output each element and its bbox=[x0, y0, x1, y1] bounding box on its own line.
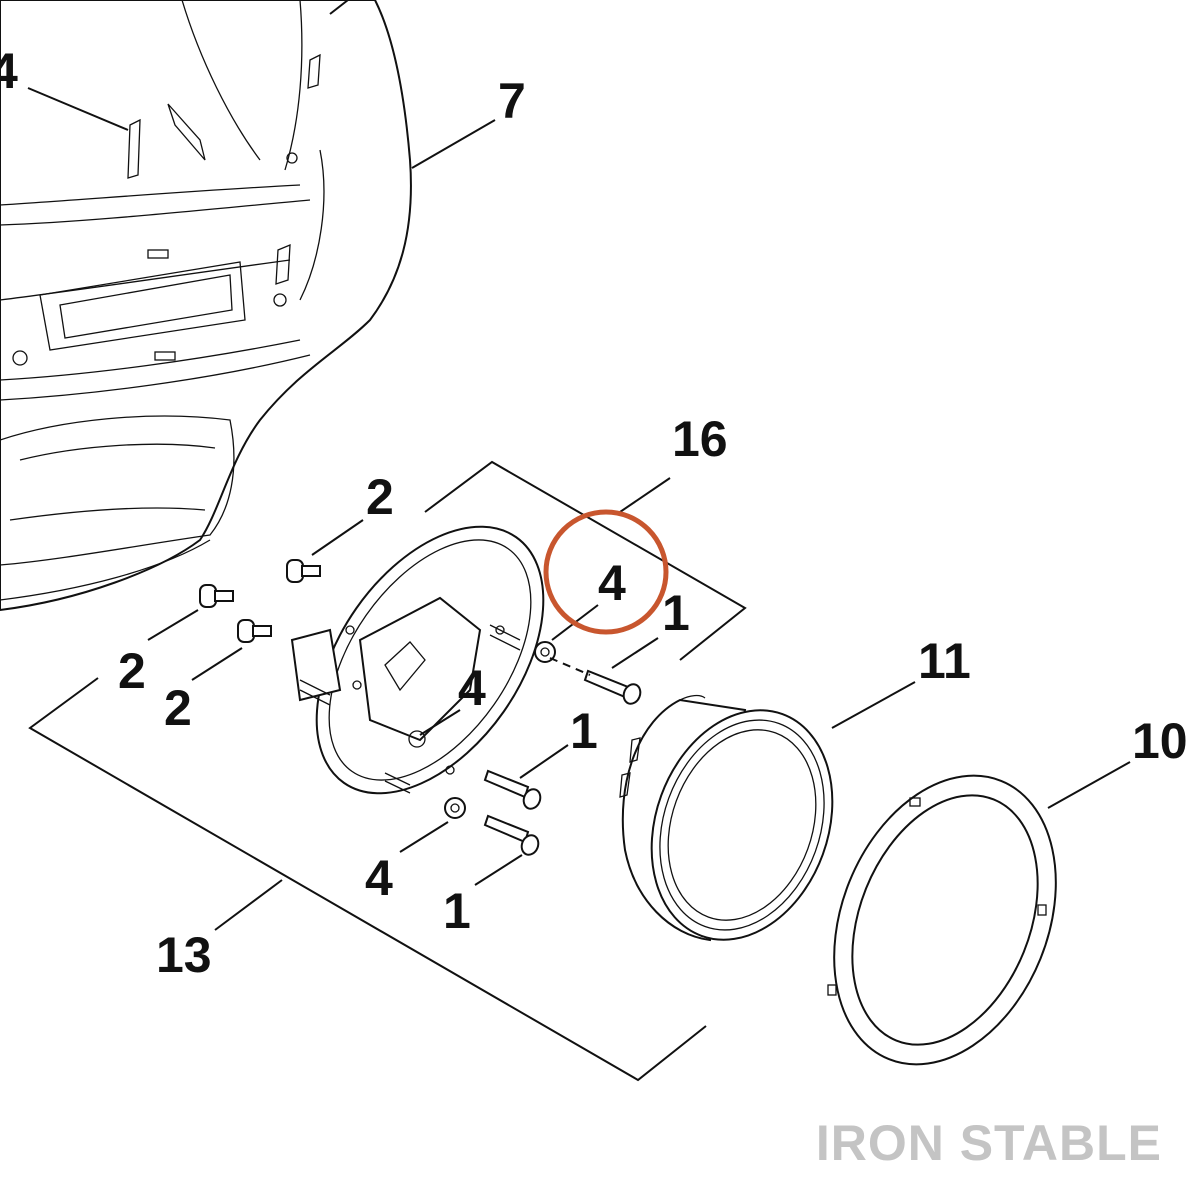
watermark-logo: IRON STABLE bbox=[816, 1115, 1162, 1171]
screw-part-top bbox=[286, 559, 321, 583]
callout-13: 13 bbox=[156, 927, 212, 983]
callout-4-top: 4 bbox=[0, 43, 18, 99]
callout-11: 11 bbox=[918, 633, 971, 689]
callout-16: 16 bbox=[672, 411, 728, 467]
screw-part-left-b bbox=[237, 619, 272, 643]
callout-labels: 4 7 16 2 4 1 11 10 2 2 4 1 4 1 13 bbox=[0, 43, 1188, 983]
callout-10: 10 bbox=[1132, 713, 1188, 769]
bolt-part-low bbox=[483, 814, 540, 856]
callout-4-mid: 4 bbox=[458, 660, 486, 716]
washer-part-low bbox=[444, 797, 466, 819]
fairing-part bbox=[0, 0, 412, 612]
callout-2-top: 2 bbox=[366, 469, 394, 525]
bracket-13 bbox=[28, 677, 707, 1082]
washer-part-top bbox=[534, 641, 556, 663]
bracket-16 bbox=[424, 460, 747, 661]
bolt-part-mid bbox=[483, 769, 542, 810]
callout-1-right: 1 bbox=[662, 585, 690, 641]
callout-2-left-b: 2 bbox=[164, 680, 192, 736]
callout-2-left-a: 2 bbox=[118, 643, 146, 699]
callout-1-low: 1 bbox=[443, 883, 471, 939]
highlight-circle bbox=[543, 509, 669, 635]
callout-4-low: 4 bbox=[365, 850, 393, 906]
bolt-part-right bbox=[583, 669, 642, 705]
mounting-ring-part bbox=[290, 525, 545, 795]
screw-part-left-a bbox=[199, 584, 234, 608]
headlamp-part bbox=[619, 694, 834, 942]
callout-4-circled: 4 bbox=[598, 555, 626, 611]
callout-1-mid: 1 bbox=[570, 703, 598, 759]
callout-7: 7 bbox=[498, 73, 526, 129]
leader-lines bbox=[27, 0, 1131, 931]
trim-ring-part bbox=[827, 774, 1057, 1066]
